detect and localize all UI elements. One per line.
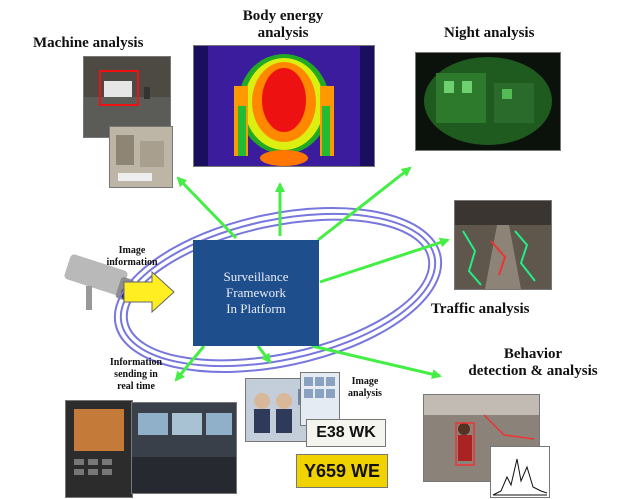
label-night-analysis: Night analysis xyxy=(444,25,535,41)
label-body-energy-line1: Body energy xyxy=(242,8,324,24)
license-plate-2: Y659 WE xyxy=(296,454,388,488)
traffic-analysis-image xyxy=(454,200,552,290)
label-traffic-analysis: Traffic analysis xyxy=(431,301,530,317)
label-image-analysis: Image analysis xyxy=(340,376,390,400)
traffic-scene xyxy=(455,201,551,289)
label-sending-line1: Information xyxy=(109,357,163,368)
label-image-information-line2: information xyxy=(106,257,158,268)
surveillance-framework-box: Surveillance Framework In Platform xyxy=(193,240,319,346)
machine-scene xyxy=(84,57,170,137)
center-line-2: Framework xyxy=(226,285,286,300)
label-image-information-line1: Image xyxy=(118,245,146,256)
label-image-information: Image information xyxy=(92,245,172,269)
input-arrow xyxy=(123,270,175,314)
label-information-sending: Information sending in real time xyxy=(100,357,172,393)
machine-analysis-image-2 xyxy=(109,126,173,188)
plate-1-text: E38 WK xyxy=(316,424,376,441)
label-machine-analysis: Machine analysis xyxy=(33,35,144,51)
night-vision-scene xyxy=(416,53,560,150)
center-line-1: Surveillance xyxy=(223,269,289,284)
image-analysis-screen xyxy=(300,372,340,426)
night-analysis-image xyxy=(415,52,561,151)
label-image-analysis-line2: analysis xyxy=(348,388,382,399)
label-behavior-line2: detection & analysis xyxy=(468,363,598,379)
behavior-histogram-image xyxy=(490,446,550,498)
label-sending-line2: sending in xyxy=(114,369,158,380)
center-line-3: In Platform xyxy=(226,301,286,316)
mobile-device-image xyxy=(65,400,133,498)
license-plate-1: E38 WK xyxy=(306,419,386,447)
label-sending-line3: real time xyxy=(117,381,155,392)
label-behavior-line1: Behavior xyxy=(503,346,563,362)
control-room-image xyxy=(131,402,237,494)
label-body-energy: Body energy analysis xyxy=(228,8,338,42)
body-energy-image xyxy=(193,45,375,167)
label-image-analysis-line1: Image xyxy=(351,376,379,387)
thermal-body xyxy=(194,46,374,166)
plate-2-text: Y659 WE xyxy=(303,460,381,481)
label-behavior: Behavior detection & analysis xyxy=(453,346,613,380)
label-body-energy-line2: analysis xyxy=(257,25,309,41)
